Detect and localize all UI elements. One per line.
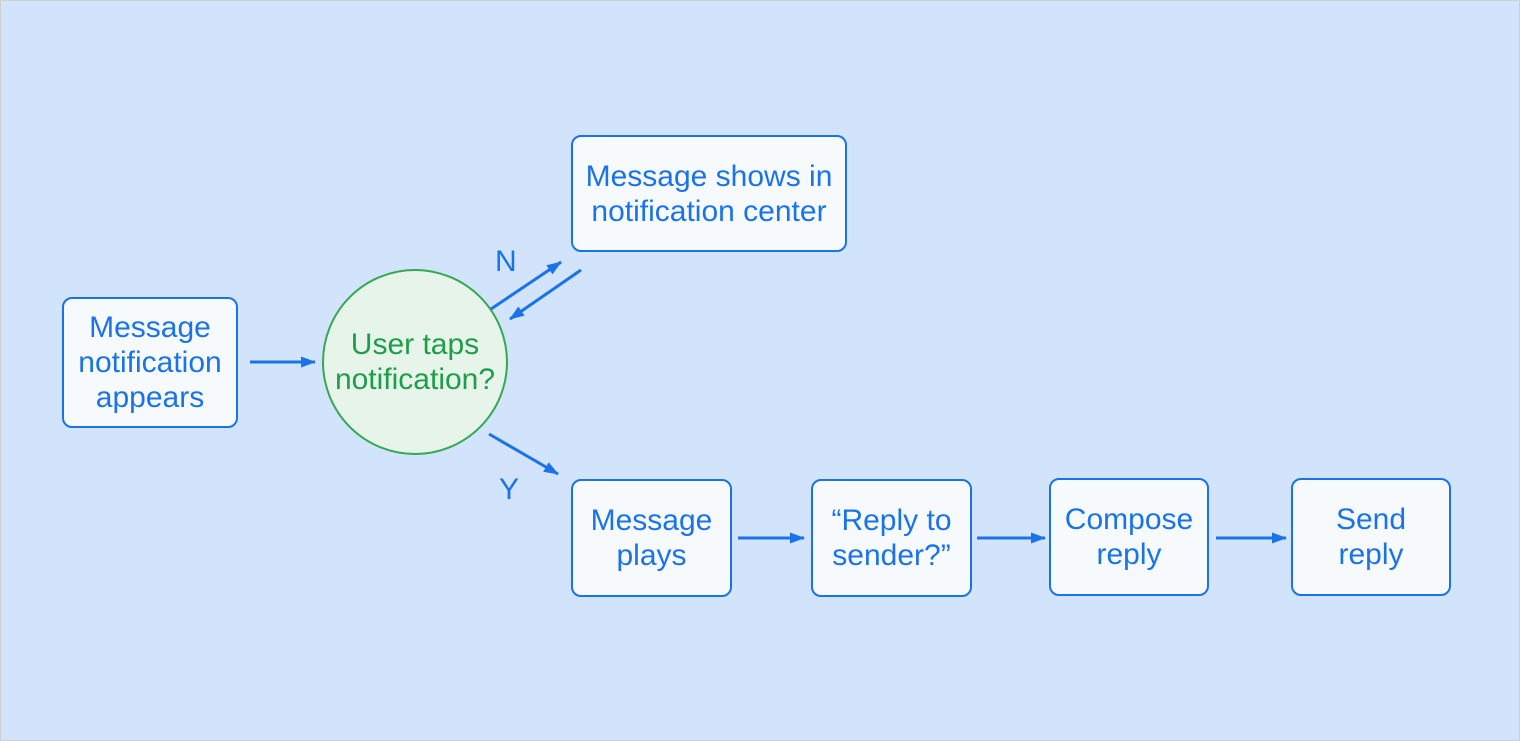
arrow-notification-center-to-decision xyxy=(509,268,582,321)
edge-label-no: N xyxy=(495,245,517,278)
node-compose-reply: Compose reply xyxy=(1049,478,1209,596)
node-user-taps-notification-decision: User taps notification? xyxy=(322,269,508,455)
node-label: User taps notification? xyxy=(334,328,496,396)
node-label: Compose reply xyxy=(1064,503,1194,571)
node-label: Message shows in notification center xyxy=(585,159,833,228)
node-send-reply: Send reply xyxy=(1291,478,1451,596)
node-message-plays: Message plays xyxy=(571,479,732,597)
arrow-decision-to-message-plays xyxy=(488,432,559,476)
node-label: “Reply to sender?” xyxy=(831,504,952,572)
node-message-shows-in-notification-center: Message shows in notification center xyxy=(571,135,847,252)
node-label: Message notification appears xyxy=(78,311,222,414)
edge-label-yes: Y xyxy=(499,473,520,506)
node-label: Send reply xyxy=(1335,503,1407,571)
node-label: Message plays xyxy=(590,504,713,572)
node-message-notification-appears: Message notification appears xyxy=(62,297,238,428)
node-reply-to-sender: “Reply to sender?” xyxy=(811,479,972,597)
